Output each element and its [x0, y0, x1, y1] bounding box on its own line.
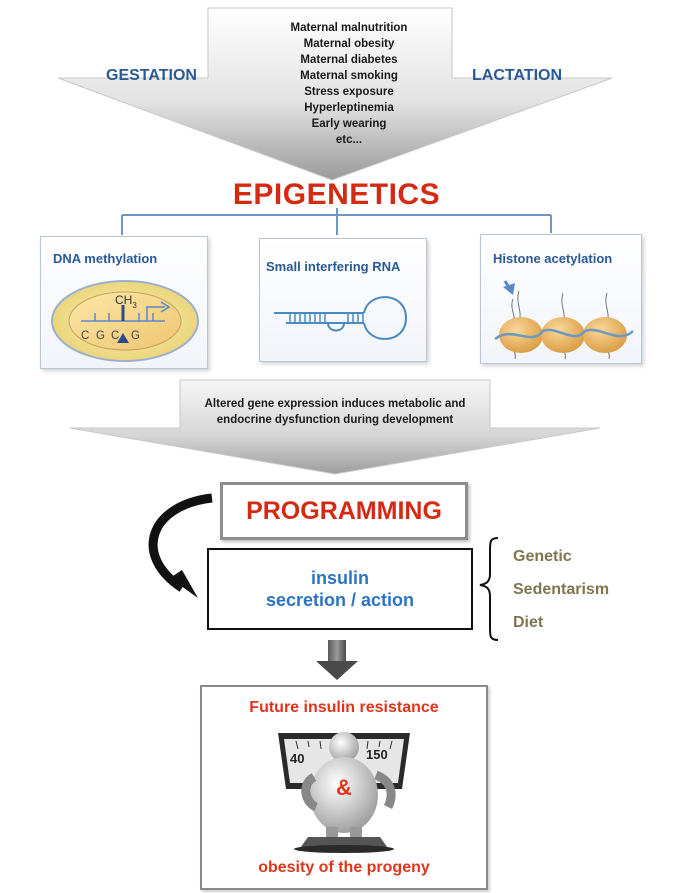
dna-base: G	[96, 330, 105, 342]
histone-icon	[583, 317, 627, 353]
outcome-arrow	[69, 379, 601, 475]
dna-methylation-illustration: CH3 C G C G	[51, 280, 199, 362]
risk-factor-item: Stress exposure	[304, 86, 394, 98]
final-ampersand: &	[336, 775, 352, 800]
gestation-label: GESTATION	[106, 67, 197, 84]
scale-number: 40	[290, 751, 304, 766]
histone-illustration	[494, 280, 634, 360]
histone-title: Histone acetylation	[493, 251, 613, 266]
final-outcome-box: Future insulin resistance 40 150 & obesi…	[200, 685, 488, 890]
sirna-title: Small interfering RNA	[266, 259, 401, 274]
dna-base: C	[111, 330, 119, 342]
histone-panel: Histone acetylation	[480, 234, 642, 364]
insulin-box: insulin secretion / action	[207, 548, 473, 630]
dna-base: C	[81, 330, 89, 342]
risk-factor-item: Hyperleptinemia	[304, 102, 394, 114]
programming-label: PROGRAMMING	[246, 497, 442, 525]
top-arrow	[57, 7, 613, 181]
modifier-diet: Diet	[513, 614, 544, 631]
final-title: Future insulin resistance	[249, 699, 439, 716]
person-body-icon	[310, 757, 378, 833]
svg-text:CH3: CH3	[115, 293, 137, 310]
outcome-text: Altered gene expression induces metaboli…	[204, 398, 466, 426]
risk-factor-item: etc...	[335, 134, 363, 146]
risk-factor-item: Maternal obesity	[303, 38, 395, 50]
scale-person-illustration: 40 150	[278, 732, 410, 853]
insulin-label: insulin secretion / action	[209, 550, 471, 611]
histone-icon	[541, 317, 585, 353]
insulin-label-line2: secretion / action	[265, 590, 415, 610]
modifier-bracket	[479, 537, 499, 641]
dna-methylation-panel: DNA methylation CH3 C G C G	[40, 236, 208, 369]
risk-factor-list: Maternal malnutrition Maternal obesity M…	[203, 20, 495, 148]
methyl-group-label: CH	[115, 293, 132, 307]
modifier-sedentarism: Sedentarism	[513, 581, 610, 598]
risk-factor-item: Early wearing	[311, 118, 387, 130]
sirna-hairpin-icon	[274, 296, 408, 340]
epigenetics-title: EPIGENETICS	[232, 178, 441, 211]
dna-base: G	[131, 330, 140, 342]
feedback-curved-arrow	[148, 493, 213, 598]
scale-number: 150	[366, 747, 388, 762]
risk-factor-item: Maternal smoking	[300, 70, 398, 82]
final-bottom-label: obesity of the progeny	[258, 859, 430, 876]
epigenetics-connector	[121, 208, 552, 235]
down-arrow	[316, 640, 358, 680]
risk-factor-item: Maternal malnutrition	[290, 22, 408, 34]
methyl-subscript: 3	[132, 301, 137, 310]
sirna-panel: Small interfering RNA	[259, 238, 427, 362]
person-head-icon	[329, 732, 359, 762]
lactation-label: LACTATION	[472, 67, 563, 84]
programming-box: PROGRAMMING	[220, 482, 468, 540]
insulin-label-line1: insulin	[311, 568, 369, 588]
modifier-genetic: Genetic	[513, 548, 572, 565]
dna-methylation-title: DNA methylation	[53, 251, 158, 266]
risk-factor-item: Maternal diabetes	[300, 54, 398, 66]
